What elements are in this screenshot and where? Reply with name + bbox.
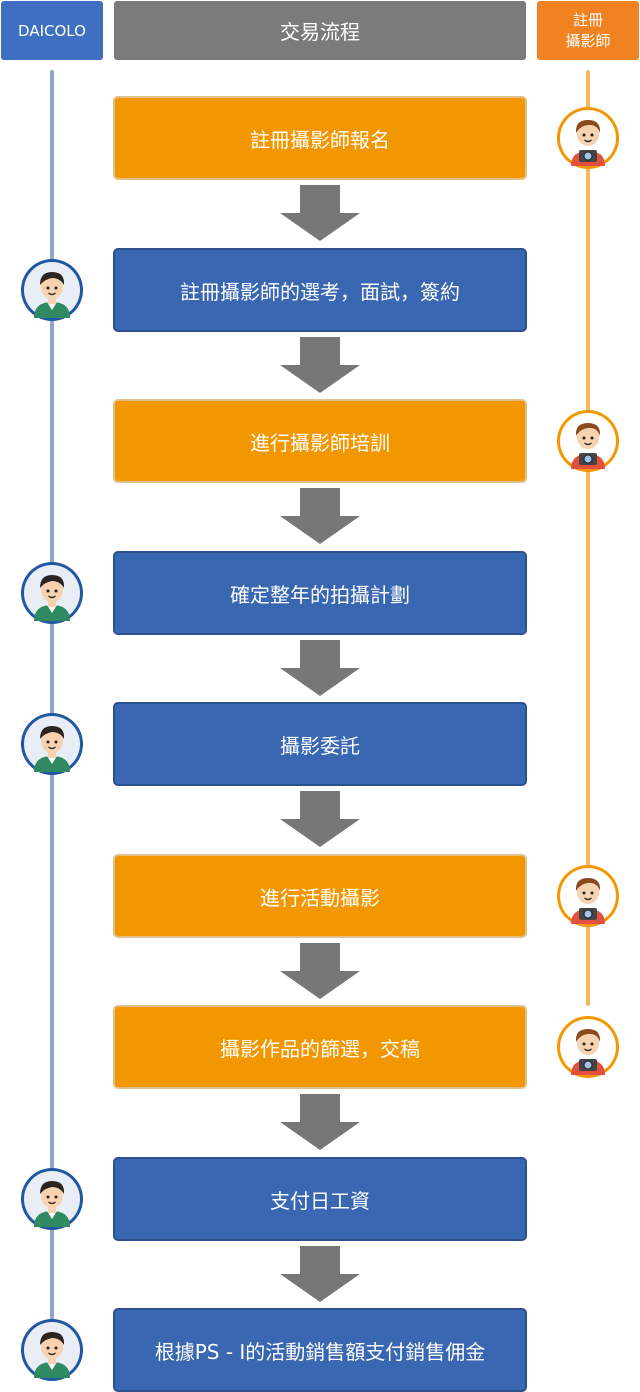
flow-step-label: 支付日工資 [270, 1188, 370, 1213]
staff-avatar-icon [20, 258, 84, 322]
staff-avatar-icon [20, 712, 84, 776]
down-arrow-icon [280, 943, 360, 999]
flow-title: 交易流程 [280, 20, 360, 44]
photographer-header-line1: 註冊 [572, 10, 603, 29]
photographer-avatar-icon [556, 106, 620, 170]
flow-step-6: 進行活動攝影 [113, 854, 527, 938]
flow-step-7: 攝影作品的篩選，交稿 [113, 1005, 527, 1089]
flow-step-3: 進行攝影師培訓 [113, 399, 527, 483]
photographer-avatar-icon [556, 864, 620, 928]
flow-step-label: 進行活動攝影 [260, 885, 380, 910]
daicolo-lane-line [50, 70, 54, 1322]
flow-step-label: 進行攝影師培訓 [250, 430, 390, 455]
down-arrow-icon [280, 488, 360, 544]
photographer-avatar-icon [556, 409, 620, 473]
down-arrow-icon [280, 640, 360, 696]
flow-step-8: 支付日工資 [113, 1157, 527, 1241]
staff-avatar-icon [20, 561, 84, 625]
down-arrow-icon [280, 185, 360, 241]
down-arrow-icon [280, 1094, 360, 1150]
flow-step-4: 確定整年的拍攝計劃 [113, 551, 527, 635]
flow-step-label: 攝影作品的篩選，交稿 [220, 1036, 420, 1061]
staff-avatar-icon [20, 1318, 84, 1382]
photographer-header: 註冊 攝影師 [537, 1, 639, 60]
daicolo-header-label: DAICOLO [18, 21, 86, 40]
flow-step-label: 確定整年的拍攝計劃 [230, 582, 410, 607]
down-arrow-icon [280, 337, 360, 393]
photographer-avatar-icon [556, 1015, 620, 1079]
flow-title-header: 交易流程 [114, 1, 526, 60]
photographer-lane-line [586, 70, 590, 1006]
down-arrow-icon [280, 791, 360, 847]
flow-step-label: 註冊攝影師報名 [250, 127, 390, 152]
flow-step-1: 註冊攝影師報名 [113, 96, 527, 180]
down-arrow-icon [280, 1246, 360, 1302]
photographer-header-line2: 攝影師 [565, 31, 611, 50]
photographer-header-label: 註冊 攝影師 [565, 10, 610, 52]
flow-step-label: 根據PS - I的活動銷售額支付銷售佣金 [154, 1339, 486, 1364]
flow-step-label: 攝影委託 [280, 733, 360, 758]
flow-step-2: 註冊攝影師的選考，面試，簽約 [113, 248, 527, 332]
flow-step-5: 攝影委託 [113, 702, 527, 786]
flow-step-9: 根據PS - I的活動銷售額支付銷售佣金 [113, 1308, 527, 1392]
flow-step-label: 註冊攝影師的選考，面試，簽約 [180, 279, 460, 304]
staff-avatar-icon [20, 1167, 84, 1231]
daicolo-header: DAICOLO [1, 1, 103, 60]
